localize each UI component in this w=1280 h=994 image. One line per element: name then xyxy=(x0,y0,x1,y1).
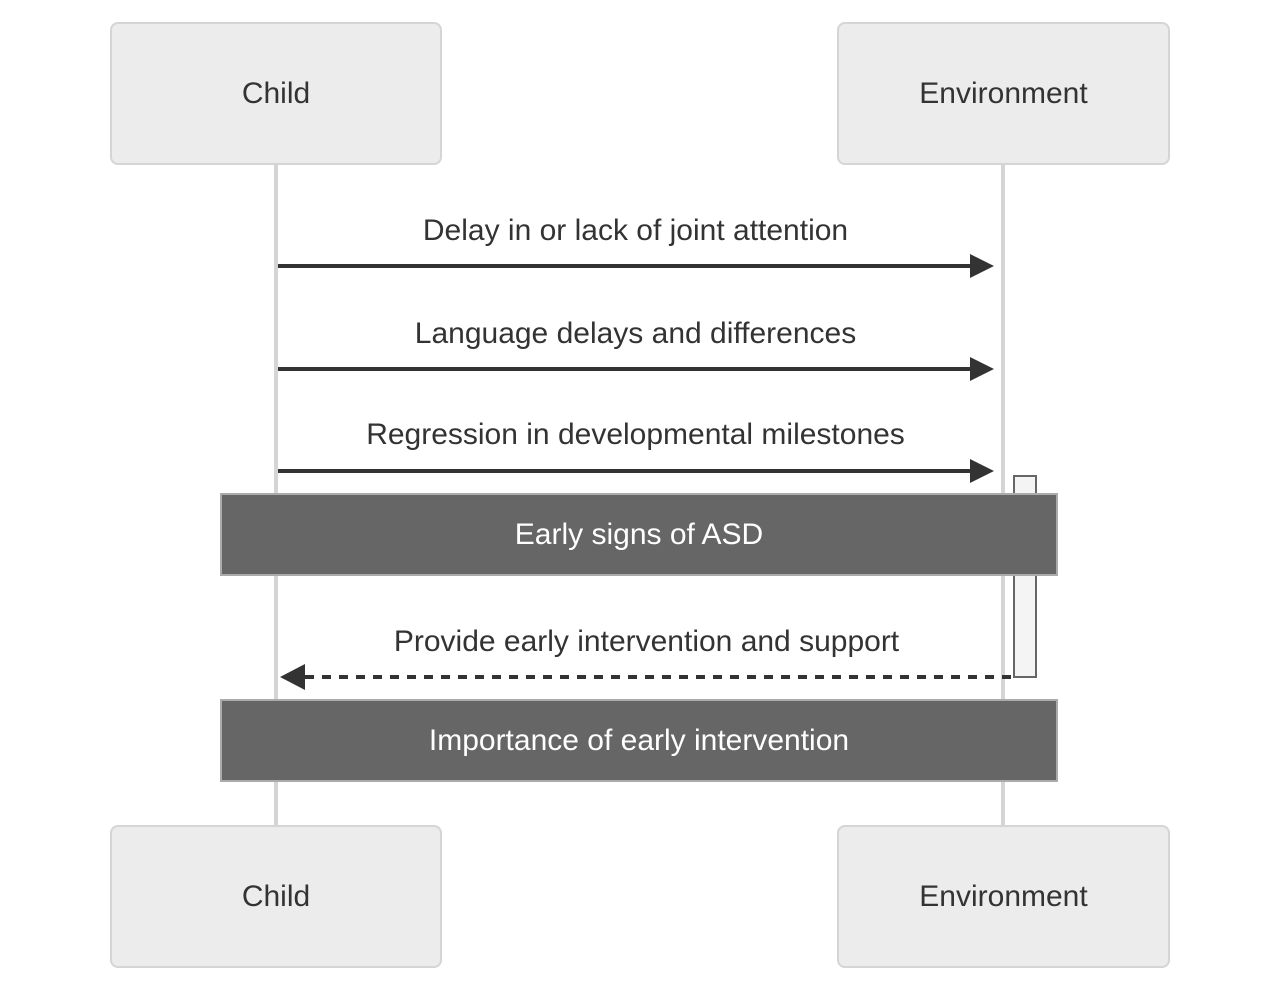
note-early-signs: Early signs of ASD xyxy=(220,493,1058,576)
actor-label-child-top: Child xyxy=(241,76,311,110)
note-early-signs-label: Early signs of ASD xyxy=(514,517,764,551)
note-early-intervention: Importance of early intervention xyxy=(220,699,1058,782)
message-3-arrowhead-icon xyxy=(970,459,994,483)
message-2-label: Language delays and differences xyxy=(414,317,857,350)
actor-label-child-bottom: Child xyxy=(241,879,311,913)
message-1-label: Delay in or lack of joint attention xyxy=(422,214,849,247)
message-2-arrowhead-icon xyxy=(970,357,994,381)
message-3-label: Regression in developmental milestones xyxy=(366,418,905,451)
actor-box-child-top: Child xyxy=(110,22,442,165)
actor-box-environment-bottom: Environment xyxy=(837,825,1170,968)
note-early-intervention-label: Importance of early intervention xyxy=(428,723,850,757)
message-4-arrowhead-icon xyxy=(280,664,305,690)
actor-box-child-bottom: Child xyxy=(110,825,442,968)
message-4-label: Provide early intervention and support xyxy=(393,625,900,658)
message-3-line xyxy=(278,469,972,473)
actor-label-environment-top: Environment xyxy=(919,76,1088,110)
actor-box-environment-top: Environment xyxy=(837,22,1170,165)
message-1-line xyxy=(278,264,972,268)
message-4-line xyxy=(305,675,1013,679)
message-2-line xyxy=(278,367,972,371)
actor-label-environment-bottom: Environment xyxy=(919,879,1088,913)
message-1-arrowhead-icon xyxy=(970,254,994,278)
